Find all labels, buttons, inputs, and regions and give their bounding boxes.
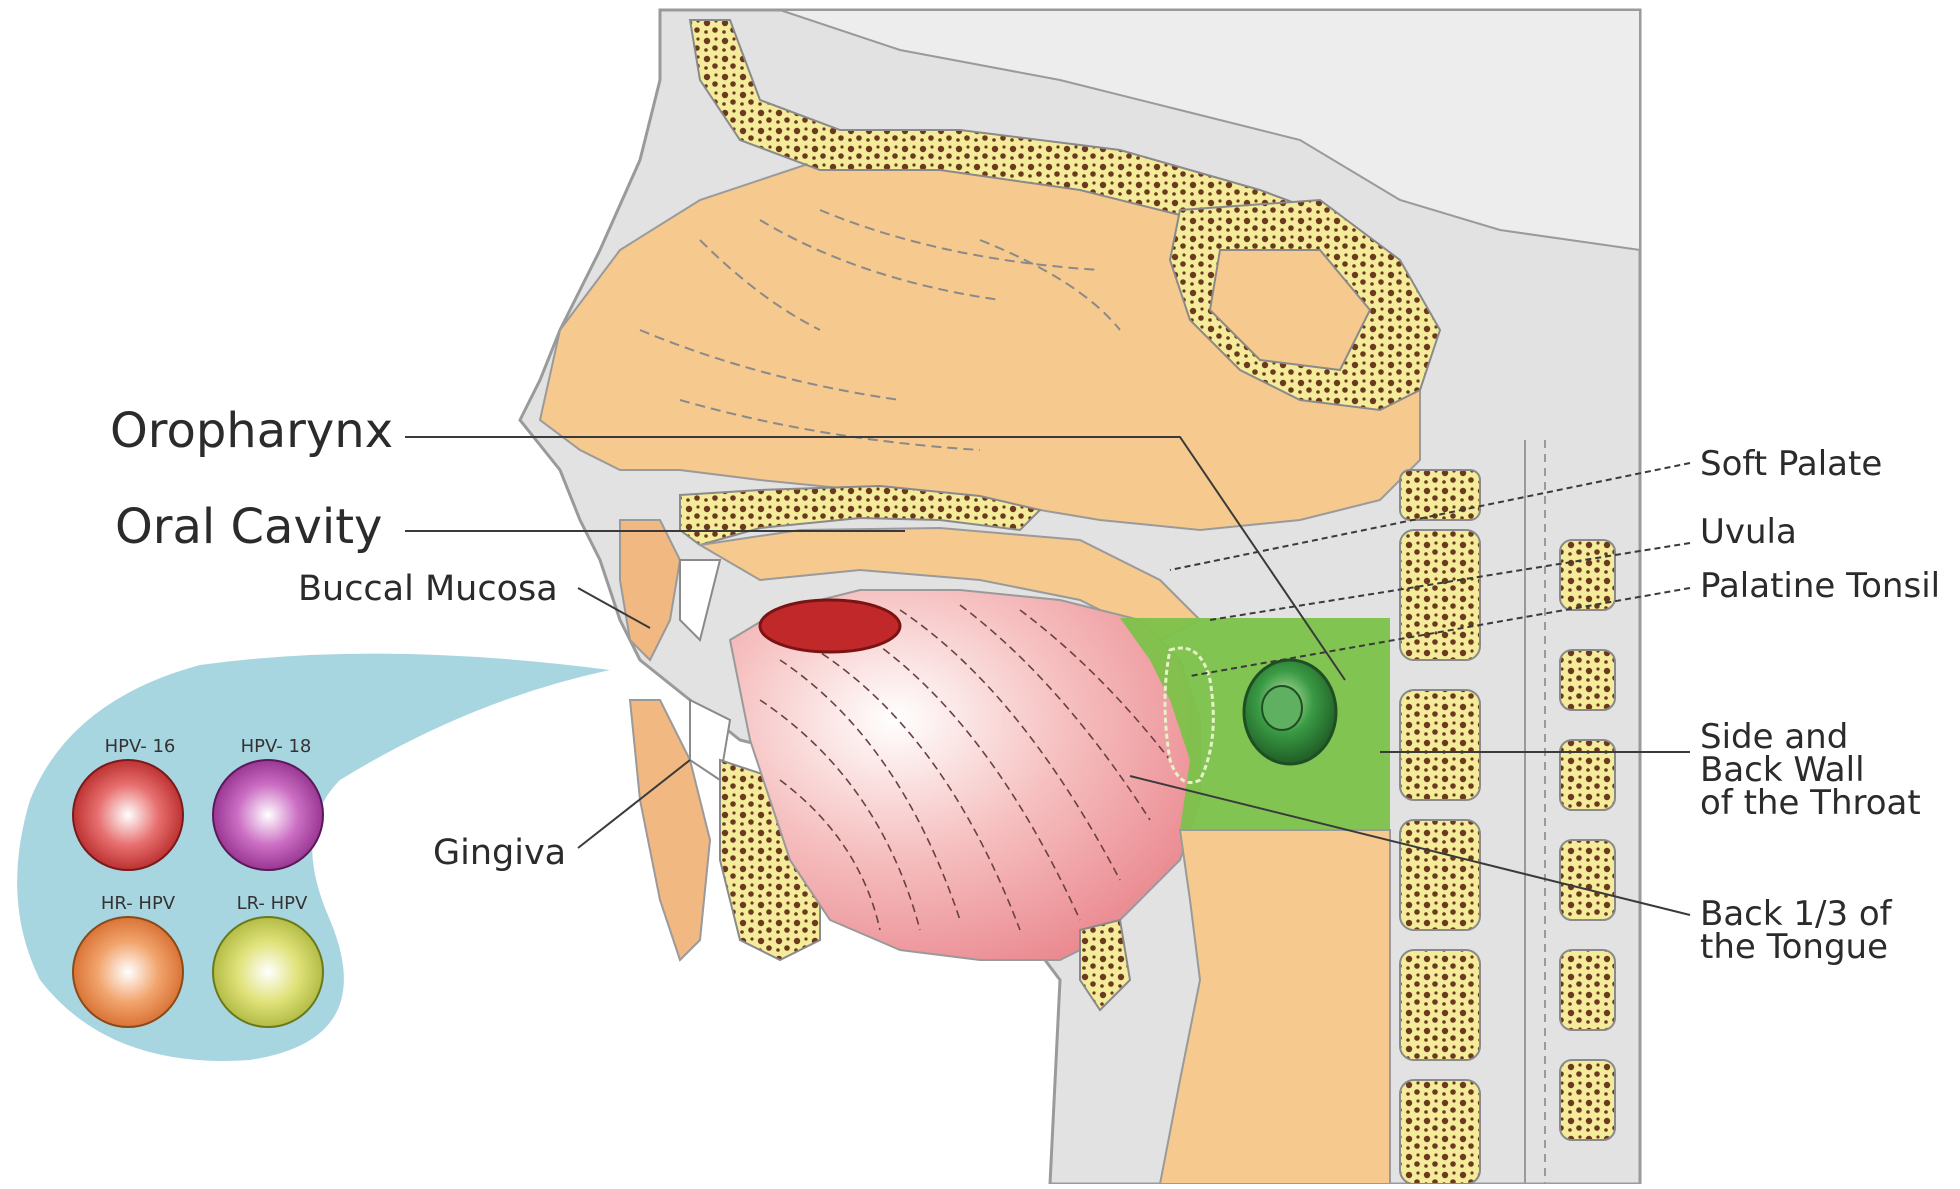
- label-side-back-wall-3: of the Throat: [1700, 783, 1921, 823]
- label-oropharynx: Oropharynx: [110, 403, 393, 459]
- label-gingiva: Gingiva: [433, 833, 566, 873]
- virus-label-hpv18: HPV- 18: [241, 736, 312, 757]
- label-soft-palate: Soft Palate: [1700, 444, 1882, 484]
- label-back-tongue-2: the Tongue: [1700, 927, 1888, 967]
- label-palatine-tonsil: Palatine Tonsil: [1700, 566, 1940, 606]
- virus-label-hr-hpv: HR- HPV: [101, 893, 176, 914]
- tongue-tumor: [760, 600, 900, 652]
- virus-label-hpv16: HPV- 16: [105, 736, 176, 757]
- pharynx-tissue: [1160, 830, 1390, 1184]
- label-oral-cavity: Oral Cavity: [115, 499, 382, 555]
- virus-label-lr-hpv: LR- HPV: [237, 893, 308, 914]
- label-buccal-mucosa: Buccal Mucosa: [298, 569, 558, 609]
- label-uvula: Uvula: [1700, 512, 1797, 552]
